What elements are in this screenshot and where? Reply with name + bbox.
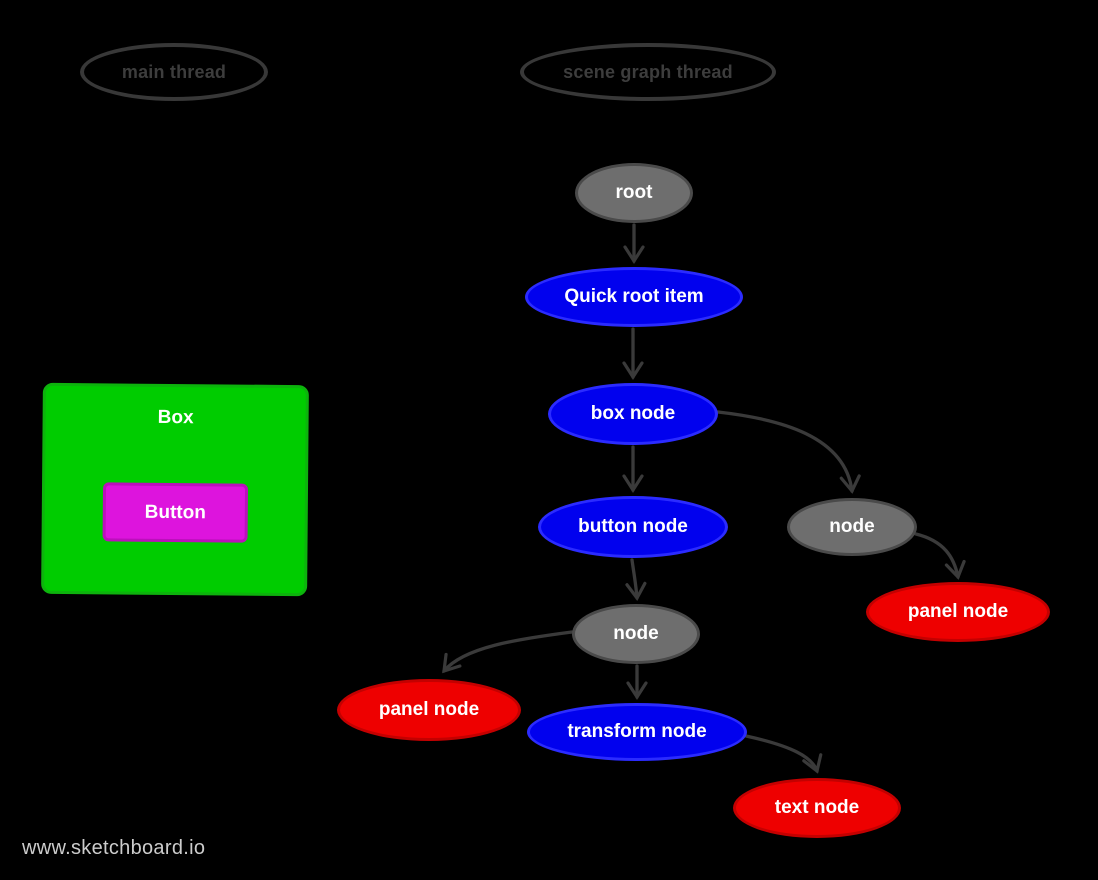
- thread-label: scene graph thread: [563, 61, 733, 82]
- node-panel-node-left: panel node: [337, 679, 521, 741]
- node-transform-node: transform node: [527, 703, 747, 761]
- node-label: panel node: [907, 601, 1009, 622]
- node-node-right: node: [787, 498, 917, 556]
- box-label: Box: [157, 406, 194, 429]
- node-label: transform node: [567, 721, 707, 742]
- node-panel-node-right: panel node: [866, 582, 1050, 642]
- node-label: panel node: [378, 699, 480, 720]
- node-label: text node: [774, 797, 860, 818]
- node-label: node: [613, 623, 659, 644]
- node-button-node: button node: [538, 496, 728, 558]
- node-quick-root-item: Quick root item: [525, 267, 743, 327]
- edge-button-node-to-node-center: [625, 558, 647, 601]
- thread-ellipse-main-thread: main thread: [80, 43, 268, 101]
- box-shape: Box Button: [41, 382, 309, 597]
- node-text-node: text node: [733, 778, 901, 838]
- edge-transform-node-to-text-node: [744, 734, 823, 774]
- node-box-node: box node: [548, 383, 718, 445]
- node-label: box node: [590, 403, 676, 424]
- node-label: button node: [578, 516, 688, 537]
- edge-box-node-to-node-right: [716, 410, 861, 494]
- thread-label: main thread: [121, 61, 227, 82]
- node-label: root: [615, 182, 653, 203]
- node-label: Quick root item: [564, 286, 704, 307]
- thread-ellipse-scene-graph-thread: scene graph thread: [520, 43, 776, 101]
- edge-node-center-to-panel-node-left: [442, 630, 574, 674]
- watermark-link[interactable]: www.sketchboard.io: [22, 837, 206, 859]
- node-label: node: [829, 516, 875, 537]
- edge-node-right-to-panel-node-right: [914, 532, 966, 580]
- node-node-center: node: [572, 604, 700, 664]
- button-label: Button: [144, 501, 206, 523]
- button-shape: Button: [102, 482, 249, 543]
- node-root: root: [575, 163, 693, 223]
